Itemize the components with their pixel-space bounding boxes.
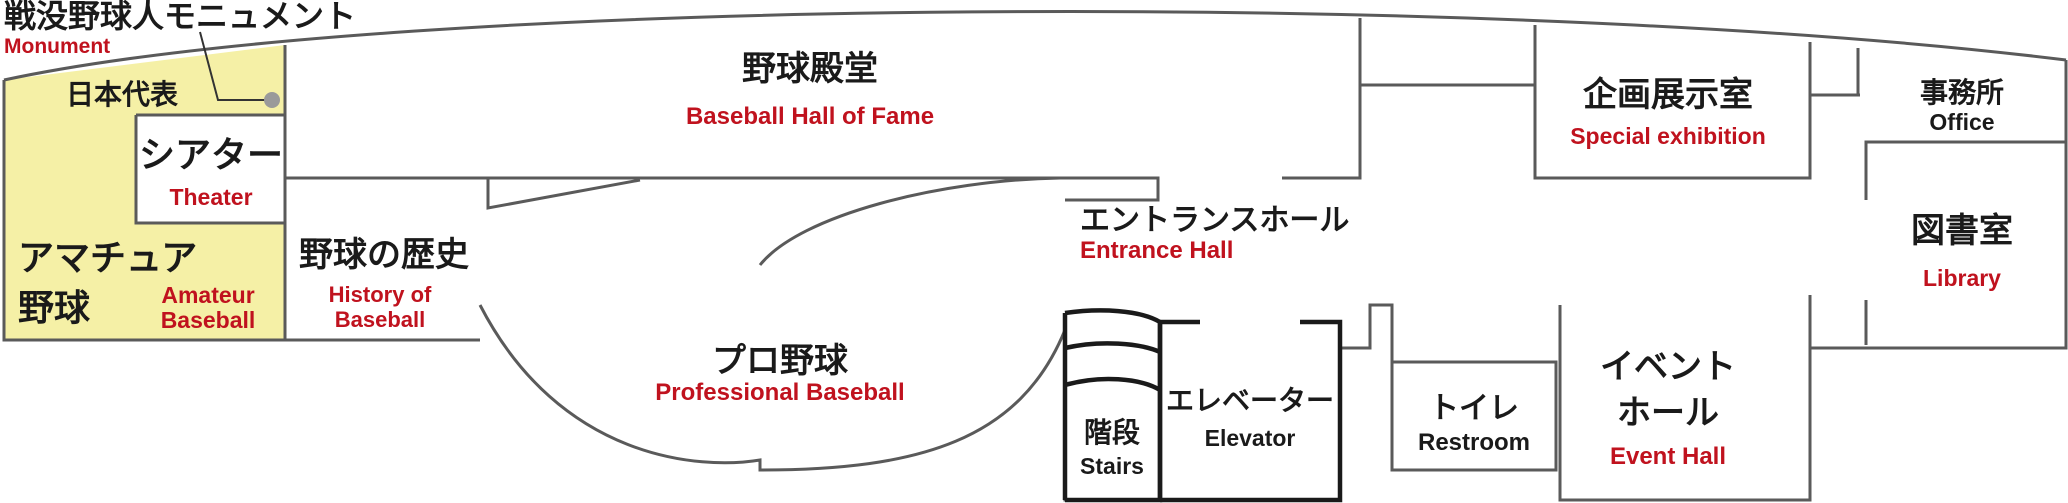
amateur-label-en-2: Baseball: [161, 307, 256, 333]
hall-of-fame-label-en: Baseball Hall of Fame: [686, 103, 934, 130]
elevator-label-en: Elevator: [1205, 425, 1296, 451]
hall-of-fame-label-jp: 野球殿堂: [742, 49, 878, 89]
monument-label-jp: 戦没野球人モニュメント: [4, 0, 356, 35]
office-label-en: Office: [1929, 109, 1994, 135]
professional-label-en: Professional Baseball: [655, 379, 904, 406]
entrance-label-en: Entrance Hall: [1080, 237, 1233, 264]
theater-label-en: Theater: [169, 184, 252, 210]
event-hall-label-en: Event Hall: [1610, 443, 1726, 470]
library-label-jp: 図書室: [1911, 211, 2013, 251]
history-label-jp: 野球の歴史: [299, 235, 469, 275]
stairs-label-jp: 階段: [1084, 416, 1140, 449]
professional-label-jp: プロ野球: [712, 341, 849, 381]
special-exhibition-label-en: Special exhibition: [1570, 123, 1766, 149]
elevator-label-jp: エレベーター: [1166, 384, 1334, 417]
monument-marker: [199, 31, 280, 108]
amateur-label-jp-2: 野球: [18, 288, 91, 329]
event-hall-label-jp-2: ホール: [1617, 393, 1719, 433]
restroom-label-jp: トイレ: [1429, 391, 1519, 426]
history-label-en-1: History of: [329, 282, 432, 307]
amateur-label-jp-1: アマチュア: [18, 238, 197, 279]
stairs-label-en: Stairs: [1080, 453, 1144, 479]
stairs-elevator-block: [1062, 308, 1343, 503]
library-label-en: Library: [1923, 265, 2001, 291]
office-label-jp: 事務所: [1920, 76, 2004, 109]
amateur-label-en-1: Amateur: [161, 282, 254, 308]
building-walls: [2, 9, 2068, 502]
monument-label-en: Monument: [4, 35, 110, 58]
theater-label-jp: シアター: [139, 135, 283, 176]
entrance-label-jp: エントランスホール: [1080, 203, 1349, 238]
history-label-en-2: Baseball: [335, 307, 426, 332]
restroom-label-en: Restroom: [1418, 429, 1530, 456]
special-exhibition-label-jp: 企画展示室: [1583, 75, 1753, 115]
japan-team-label: 日本代表: [66, 78, 178, 111]
monument-dot: [264, 92, 280, 108]
amateur-zone: [4, 45, 286, 340]
event-hall-label-jp-1: イベント: [1600, 347, 1736, 387]
